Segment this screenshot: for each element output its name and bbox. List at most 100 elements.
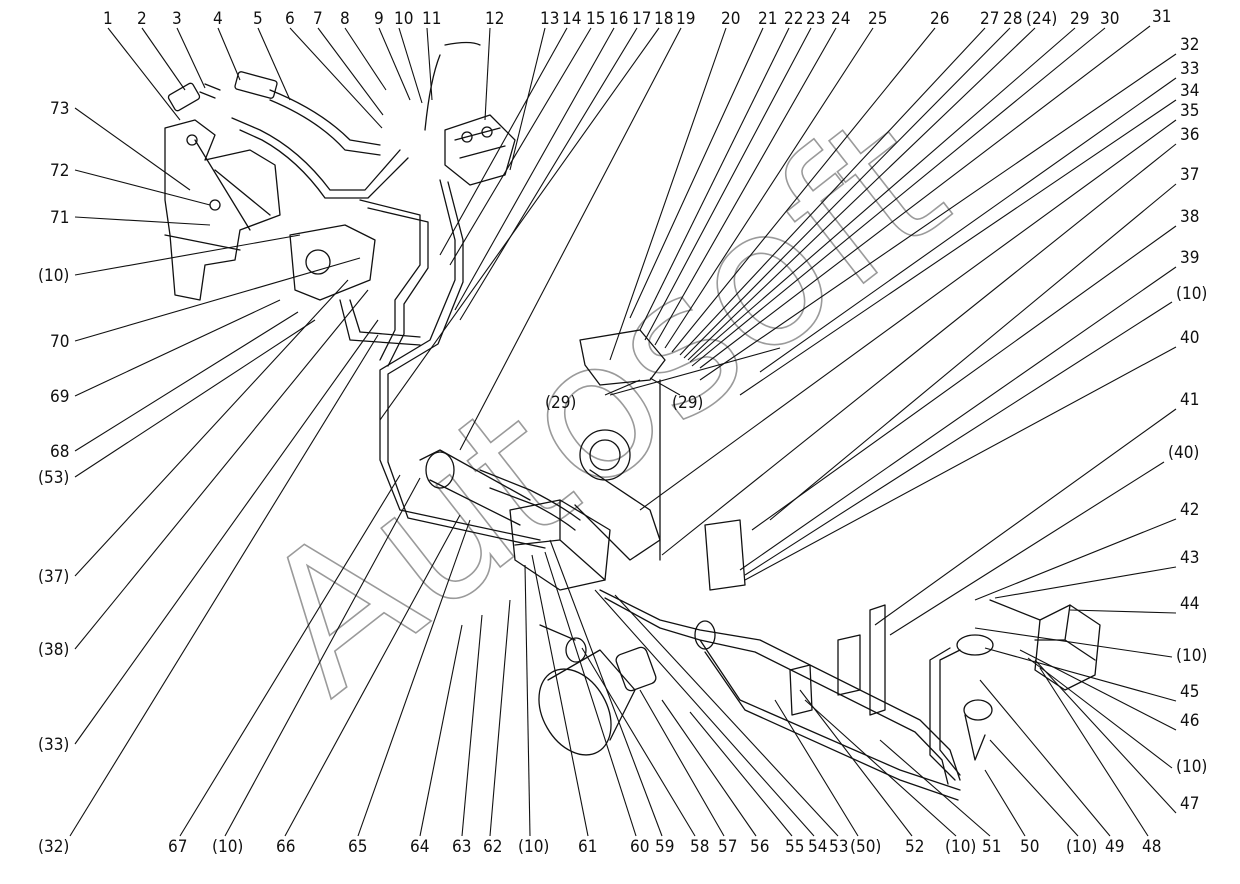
callout-top: 16 (609, 9, 628, 29)
callout-bottom: 65 (348, 837, 367, 857)
callout-right: 47 (1180, 794, 1199, 814)
callout-right: 39 (1180, 248, 1199, 268)
callout-bottom: 48 (1142, 837, 1161, 857)
callout-top: 18 (654, 9, 673, 29)
callout-bottom: 67 (168, 837, 187, 857)
callout-bottom: 60 (630, 837, 649, 857)
manifold-block (419, 449, 611, 591)
callout-bottom: (10) (212, 837, 243, 857)
callout-bottom: 57 (718, 837, 737, 857)
callout-top: 29 (1070, 9, 1089, 29)
callout-bottom: (10) (945, 837, 976, 857)
callout-right: 41 (1180, 390, 1199, 410)
callout-top: (24) (1026, 9, 1057, 29)
callout-right: 37 (1180, 165, 1199, 185)
callout-top: 24 (831, 9, 850, 29)
callouts-right: 31 32 33 34 35 36 37 38 39 (10) 40 41 (4… (1152, 7, 1207, 814)
callout-right: (10) (1176, 757, 1207, 777)
support-bracket-right (704, 519, 886, 716)
callout-right: 33 (1180, 59, 1199, 79)
callout-top: 26 (930, 9, 949, 29)
callout-top: 6 (285, 9, 295, 29)
callouts-inner: (29) (29) (545, 393, 703, 413)
callout-top: 15 (586, 9, 605, 29)
callout-bottom: 66 (276, 837, 295, 857)
callout-top: 13 (540, 9, 559, 29)
callout-top: 4 (213, 9, 223, 29)
callout-right: 35 (1180, 101, 1199, 121)
callout-top: 21 (758, 9, 777, 29)
callout-top: 22 (784, 9, 803, 29)
callout-left: (37) (38, 567, 69, 587)
lower-pipe-route (599, 589, 961, 801)
callout-left: 72 (50, 161, 69, 181)
callouts-left: 73 72 71 (10) 70 69 68 (53) (37) (38) (3… (38, 99, 69, 755)
callout-top: 8 (340, 9, 350, 29)
callout-right: 42 (1180, 500, 1199, 520)
callout-right: 45 (1180, 682, 1199, 702)
callout-left: (33) (38, 735, 69, 755)
callout-bottom: 56 (750, 837, 769, 857)
callout-inner: (29) (545, 393, 576, 413)
callout-bottom: (32) (38, 837, 69, 857)
leader-lines (69, 25, 1177, 837)
callout-bottom: 53 (829, 837, 848, 857)
callout-top: 10 (394, 9, 413, 29)
callout-bottom: 58 (690, 837, 709, 857)
callout-right: 46 (1180, 711, 1199, 731)
callout-bottom: 54 (808, 837, 827, 857)
callout-left: 70 (50, 332, 69, 352)
callout-bottom: 55 (785, 837, 804, 857)
callout-top: 1 (103, 9, 113, 29)
callout-top: 12 (485, 9, 504, 29)
callout-left: 69 (50, 387, 69, 407)
callout-bottom: 51 (982, 837, 1001, 857)
callout-bottom: 59 (655, 837, 674, 857)
callout-top: 19 (676, 9, 695, 29)
callout-right: 31 (1152, 7, 1171, 27)
callout-top: 30 (1100, 9, 1119, 29)
callout-top: 11 (422, 9, 441, 29)
callout-right: 32 (1180, 35, 1199, 55)
callout-right: (10) (1176, 284, 1207, 304)
control-valve-block (444, 114, 516, 186)
callout-bottom: 50 (1020, 837, 1039, 857)
callout-top: 5 (253, 9, 263, 29)
callout-bottom: (10) (1066, 837, 1097, 857)
callout-left: (38) (38, 640, 69, 660)
callout-right: (10) (1176, 646, 1207, 666)
callout-top: 3 (172, 9, 182, 29)
callout-top: 20 (721, 9, 740, 29)
callout-top: 28 (1003, 9, 1022, 29)
callout-left: (53) (38, 468, 69, 488)
long-pipe-route (339, 179, 546, 549)
callout-right: 34 (1180, 81, 1199, 101)
callout-top: 9 (374, 9, 384, 29)
callout-bottom: 63 (452, 837, 471, 857)
callout-top: 27 (980, 9, 999, 29)
callout-inner: (29) (672, 393, 703, 413)
callouts-top: 1 2 3 4 5 6 7 8 9 10 11 12 13 14 15 16 1… (103, 9, 1119, 29)
callout-top: 7 (313, 9, 323, 29)
callout-top: 23 (806, 9, 825, 29)
callout-top: 17 (632, 9, 651, 29)
callout-top: 25 (868, 9, 887, 29)
callout-right: 43 (1180, 548, 1199, 568)
callout-left: 73 (50, 99, 69, 119)
callout-bottom: (50) (850, 837, 881, 857)
mounting-bracket-assembly (164, 119, 376, 301)
callout-bottom: (10) (518, 837, 549, 857)
callout-bottom: 61 (578, 837, 597, 857)
callout-bottom: 52 (905, 837, 924, 857)
callout-top: 2 (137, 9, 147, 29)
callout-right: 44 (1180, 594, 1199, 614)
callout-left: 68 (50, 442, 69, 462)
callout-left: (10) (38, 266, 69, 286)
callout-right: (40) (1168, 443, 1199, 463)
callout-bottom: 62 (483, 837, 502, 857)
callout-bottom: 64 (410, 837, 429, 857)
callouts-bottom: (32) 67 (10) 66 65 64 63 62 (10) 61 60 5… (38, 837, 1161, 857)
hose-upper-assembly (167, 41, 481, 199)
